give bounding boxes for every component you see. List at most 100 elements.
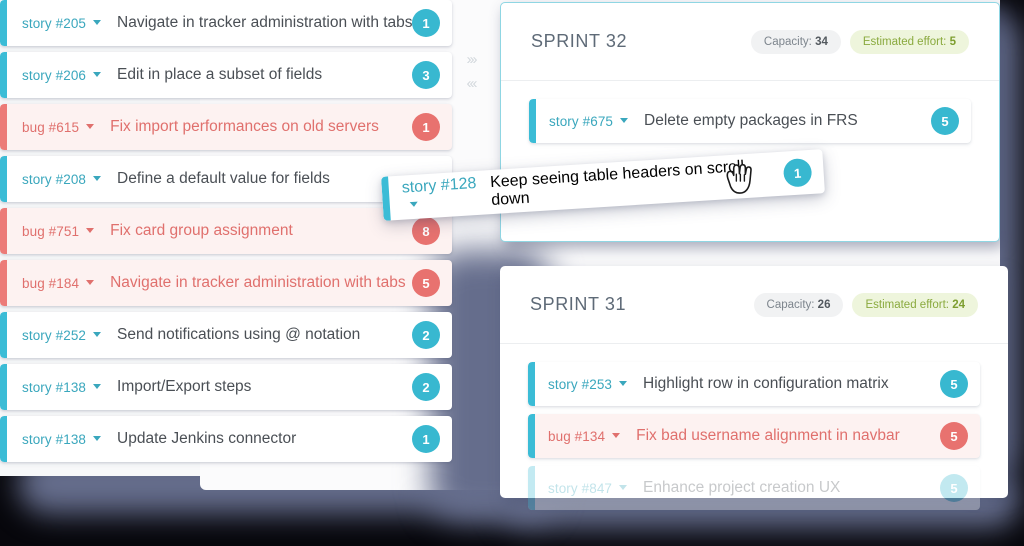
- card-reference[interactable]: bug #134: [548, 428, 621, 444]
- card-kind-bar: [0, 312, 7, 358]
- card-row[interactable]: story #847 Enhance project creation UX 5: [528, 466, 980, 510]
- capacity-value: 26: [817, 298, 831, 311]
- card-reference[interactable]: story #128: [401, 174, 492, 215]
- card-reference-label: story #205: [22, 15, 87, 31]
- card-kind-bar: [528, 414, 535, 458]
- card-title: Fix card group assignment: [110, 222, 293, 239]
- card-reference[interactable]: story #847: [548, 481, 628, 496]
- sprint-title: SPRINT 31: [530, 294, 627, 314]
- chevron-down-icon[interactable]: [620, 118, 629, 124]
- card-kind-bar: [528, 362, 535, 406]
- card-title: Enhance project creation UX: [643, 479, 841, 496]
- card-kind-bar: [0, 156, 7, 202]
- story-points-badge: 5: [940, 422, 968, 450]
- card-kind-bar: [0, 0, 7, 46]
- sprint-card-list: story #675 Delete empty packages in FRS …: [501, 81, 999, 143]
- chevron-down-icon[interactable]: [619, 381, 628, 387]
- story-points-badge: 2: [412, 321, 440, 349]
- card-reference[interactable]: story #675: [549, 113, 629, 129]
- card-row[interactable]: story #675 Delete empty packages in FRS …: [529, 99, 971, 143]
- chevron-down-icon[interactable]: [93, 332, 102, 338]
- card-reference-label: story #252: [22, 327, 87, 343]
- card-title: Delete empty packages in FRS: [644, 112, 858, 129]
- card-reference-label: bug #134: [548, 428, 606, 444]
- card-title: Navigate in tracker administration with …: [110, 274, 406, 291]
- effort-value: 5: [949, 35, 956, 48]
- card-reference[interactable]: story #205: [22, 15, 102, 31]
- card-reference[interactable]: bug #615: [22, 119, 95, 135]
- story-points-badge: 5: [931, 107, 959, 135]
- card-reference-label: story #253: [548, 376, 613, 392]
- backlog-list: story #205 Navigate in tracker administr…: [0, 0, 452, 468]
- effort-label: Estimated effort:: [865, 298, 949, 311]
- card-reference[interactable]: story #206: [22, 68, 102, 83]
- story-points-badge: 1: [412, 425, 440, 453]
- capacity-badge: Capacity: 26: [753, 292, 844, 317]
- card-title: Fix import performances on old servers: [110, 118, 379, 135]
- card-reference[interactable]: story #208: [22, 172, 102, 187]
- chevron-down-icon[interactable]: [93, 384, 102, 390]
- chevron-down-icon[interactable]: [612, 433, 621, 439]
- card-title: Highlight row in configuration matrix: [643, 375, 889, 392]
- story-points-badge: 3: [412, 61, 440, 89]
- sprint-title: SPRINT 32: [531, 31, 628, 51]
- card-kind-bar: [0, 416, 7, 462]
- chevron-down-icon[interactable]: [86, 124, 95, 130]
- card-reference[interactable]: story #138: [22, 380, 102, 395]
- card-title: Update Jenkins connector: [117, 430, 297, 447]
- card-reference-label: bug #615: [22, 119, 80, 135]
- card-reference-label: story #138: [22, 431, 87, 447]
- card-kind-bar: [381, 176, 391, 221]
- story-points-badge: 8: [412, 217, 440, 245]
- card-reference[interactable]: bug #184: [22, 276, 95, 291]
- card-kind-bar: [0, 104, 7, 150]
- story-points-badge: 1: [782, 157, 813, 188]
- card-row[interactable]: bug #134 Fix bad username alignment in n…: [528, 414, 980, 458]
- card-row[interactable]: story #253 Highlight row in configuratio…: [528, 362, 980, 406]
- sprint-card-list: story #253 Highlight row in configuratio…: [500, 344, 1008, 510]
- chevron-left-icon[interactable]: ‹‹‹: [466, 75, 478, 92]
- card-reference[interactable]: bug #751: [22, 223, 95, 239]
- story-points-badge: 5: [412, 269, 440, 297]
- card-reference-label: story #675: [549, 113, 614, 129]
- card-reference-label: bug #751: [22, 223, 80, 239]
- chevron-down-icon[interactable]: [409, 201, 419, 208]
- capacity-value: 34: [815, 35, 828, 48]
- sprint-panel-31: SPRINT 31 Capacity: 26 Estimated effort:…: [500, 266, 1008, 510]
- chevron-down-icon[interactable]: [619, 485, 628, 491]
- capacity-label: Capacity:: [766, 298, 815, 311]
- card-title: Edit in place a subset of fields: [117, 66, 323, 83]
- card-reference[interactable]: story #253: [548, 376, 628, 392]
- card-kind-bar: [0, 260, 7, 306]
- card-row[interactable]: story #252 Send notifications using @ no…: [0, 312, 452, 358]
- card-row[interactable]: story #208 Define a default value for fi…: [0, 156, 452, 202]
- card-row[interactable]: story #138 Import/Export steps 2: [0, 364, 452, 410]
- chevron-right-icon[interactable]: ›››: [466, 51, 478, 68]
- card-row[interactable]: story #206 Edit in place a subset of fie…: [0, 52, 452, 98]
- chevron-down-icon[interactable]: [93, 436, 102, 442]
- card-kind-bar: [0, 208, 7, 254]
- card-row[interactable]: bug #615 Fix import performances on old …: [0, 104, 452, 150]
- card-reference[interactable]: story #138: [22, 431, 102, 447]
- card-title: Define a default value for fields: [117, 170, 330, 187]
- card-reference[interactable]: story #252: [22, 327, 102, 343]
- capacity-label: Capacity:: [763, 35, 812, 48]
- story-points-badge: 1: [412, 9, 440, 37]
- capacity-badge: Capacity: 34: [750, 29, 841, 54]
- chevron-down-icon[interactable]: [93, 176, 102, 182]
- chevron-down-icon[interactable]: [93, 72, 102, 78]
- card-title: Fix bad username alignment in navbar: [636, 427, 900, 444]
- card-row[interactable]: story #138 Update Jenkins connector 1: [0, 416, 452, 462]
- card-row[interactable]: story #205 Navigate in tracker administr…: [0, 0, 452, 46]
- card-row[interactable]: bug #184 Navigate in tracker administrat…: [0, 260, 452, 306]
- chevron-down-icon[interactable]: [86, 228, 95, 234]
- estimated-effort-badge: Estimated effort: 5: [849, 29, 969, 54]
- chevron-down-icon[interactable]: [93, 20, 102, 26]
- chevron-down-icon[interactable]: [86, 280, 95, 286]
- story-points-badge: 5: [940, 474, 968, 502]
- card-kind-bar: [0, 52, 7, 98]
- card-title: Navigate in tracker administration with …: [117, 14, 412, 31]
- effort-label: Estimated effort:: [862, 35, 947, 48]
- card-row[interactable]: bug #751 Fix card group assignment 8: [0, 208, 452, 254]
